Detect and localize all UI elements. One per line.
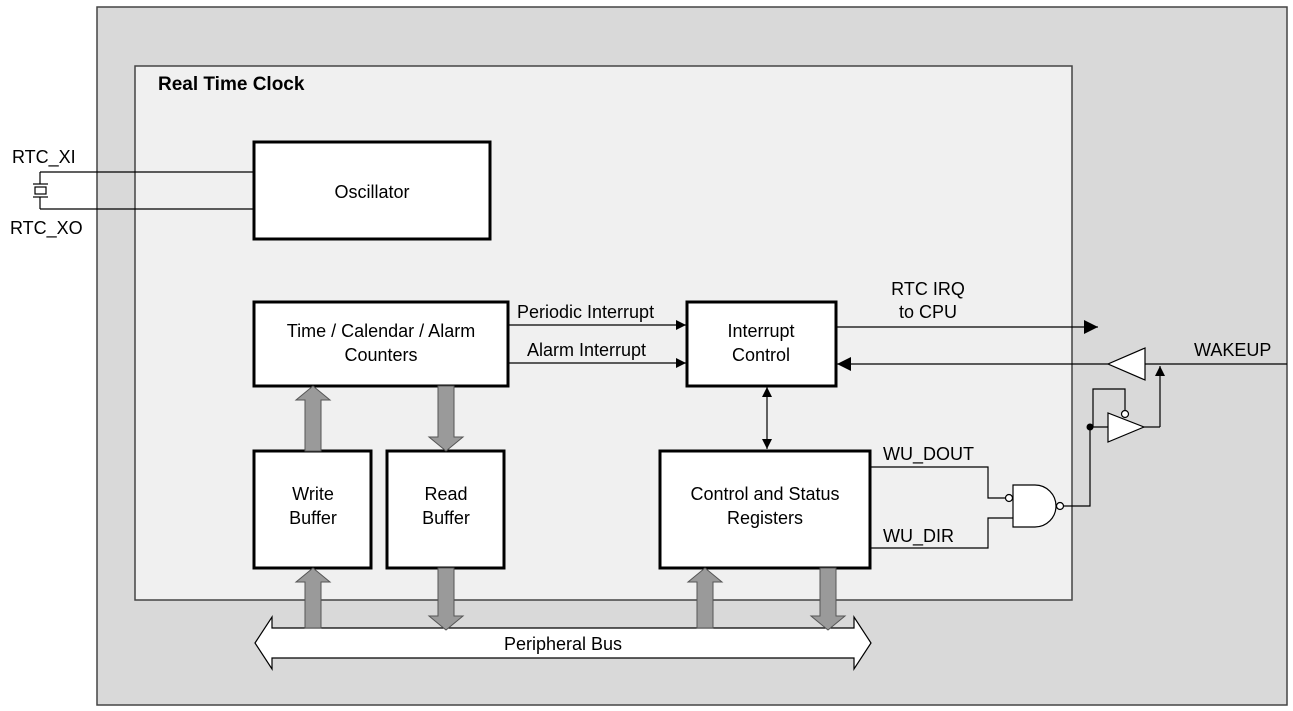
counters-label-line1: Time / Calendar / Alarm [287, 321, 475, 341]
interrupt-control-block [685, 300, 838, 388]
write-buffer-label-line1: Write [292, 484, 334, 504]
periodic-interrupt-label: Periodic Interrupt [517, 302, 654, 322]
control-status-registers-block [658, 449, 872, 570]
nand-output-bubble [1055, 501, 1065, 511]
write-buffer-block [252, 449, 373, 570]
rtc-title: Real Time Clock [158, 74, 305, 95]
read-buffer-label-line1: Read [424, 484, 467, 504]
rtc-irq-label-line2: to CPU [899, 302, 957, 322]
peripheral-bus-label: Peripheral Bus [504, 634, 622, 654]
rtc-xo-label: RTC_XO [10, 218, 83, 239]
read-buffer-label-line2: Buffer [422, 508, 470, 528]
bus-to-csr-arrow [686, 567, 724, 629]
wakeup-label: WAKEUP [1194, 340, 1271, 360]
wu-dir-label: WU_DIR [883, 526, 954, 547]
crystal-icon [33, 172, 48, 209]
csr-label-line2: Registers [727, 508, 803, 528]
wu-dout-wire [870, 466, 1005, 499]
nand-output-wire [1061, 427, 1091, 507]
enable-wire [1092, 388, 1126, 427]
peripheral-bus [254, 614, 872, 672]
nand-gate-icon [1012, 484, 1057, 528]
counters-block [252, 300, 510, 388]
bus-to-write-arrow [294, 567, 332, 629]
enable-inversion-bubble [1120, 409, 1130, 419]
rtc-xi-label: RTC_XI [12, 147, 76, 168]
write-buffer-label-line2: Buffer [289, 508, 337, 528]
input-buffer-icon [1106, 347, 1146, 381]
oscillator-block [252, 140, 492, 241]
alarm-interrupt-label: Alarm Interrupt [527, 340, 646, 360]
counters-to-read-arrow [427, 385, 465, 452]
nand-input-bubble [1004, 493, 1014, 503]
write-to-counters-arrow [294, 385, 332, 452]
interrupt-control-label-line1: Interrupt [727, 321, 794, 341]
rtc-irq-label-line1: RTC IRQ [891, 279, 965, 299]
csr-label-line1: Control and Status [690, 484, 839, 504]
wu-dout-label: WU_DOUT [883, 444, 974, 465]
interrupt-control-label-line2: Control [732, 345, 790, 365]
counters-label-line2: Counters [344, 345, 417, 365]
csr-to-bus-arrow [809, 567, 847, 631]
read-to-bus-arrow [427, 567, 465, 631]
oscillator-label: Oscillator [334, 182, 409, 202]
wu-dir-wire [870, 517, 1013, 549]
